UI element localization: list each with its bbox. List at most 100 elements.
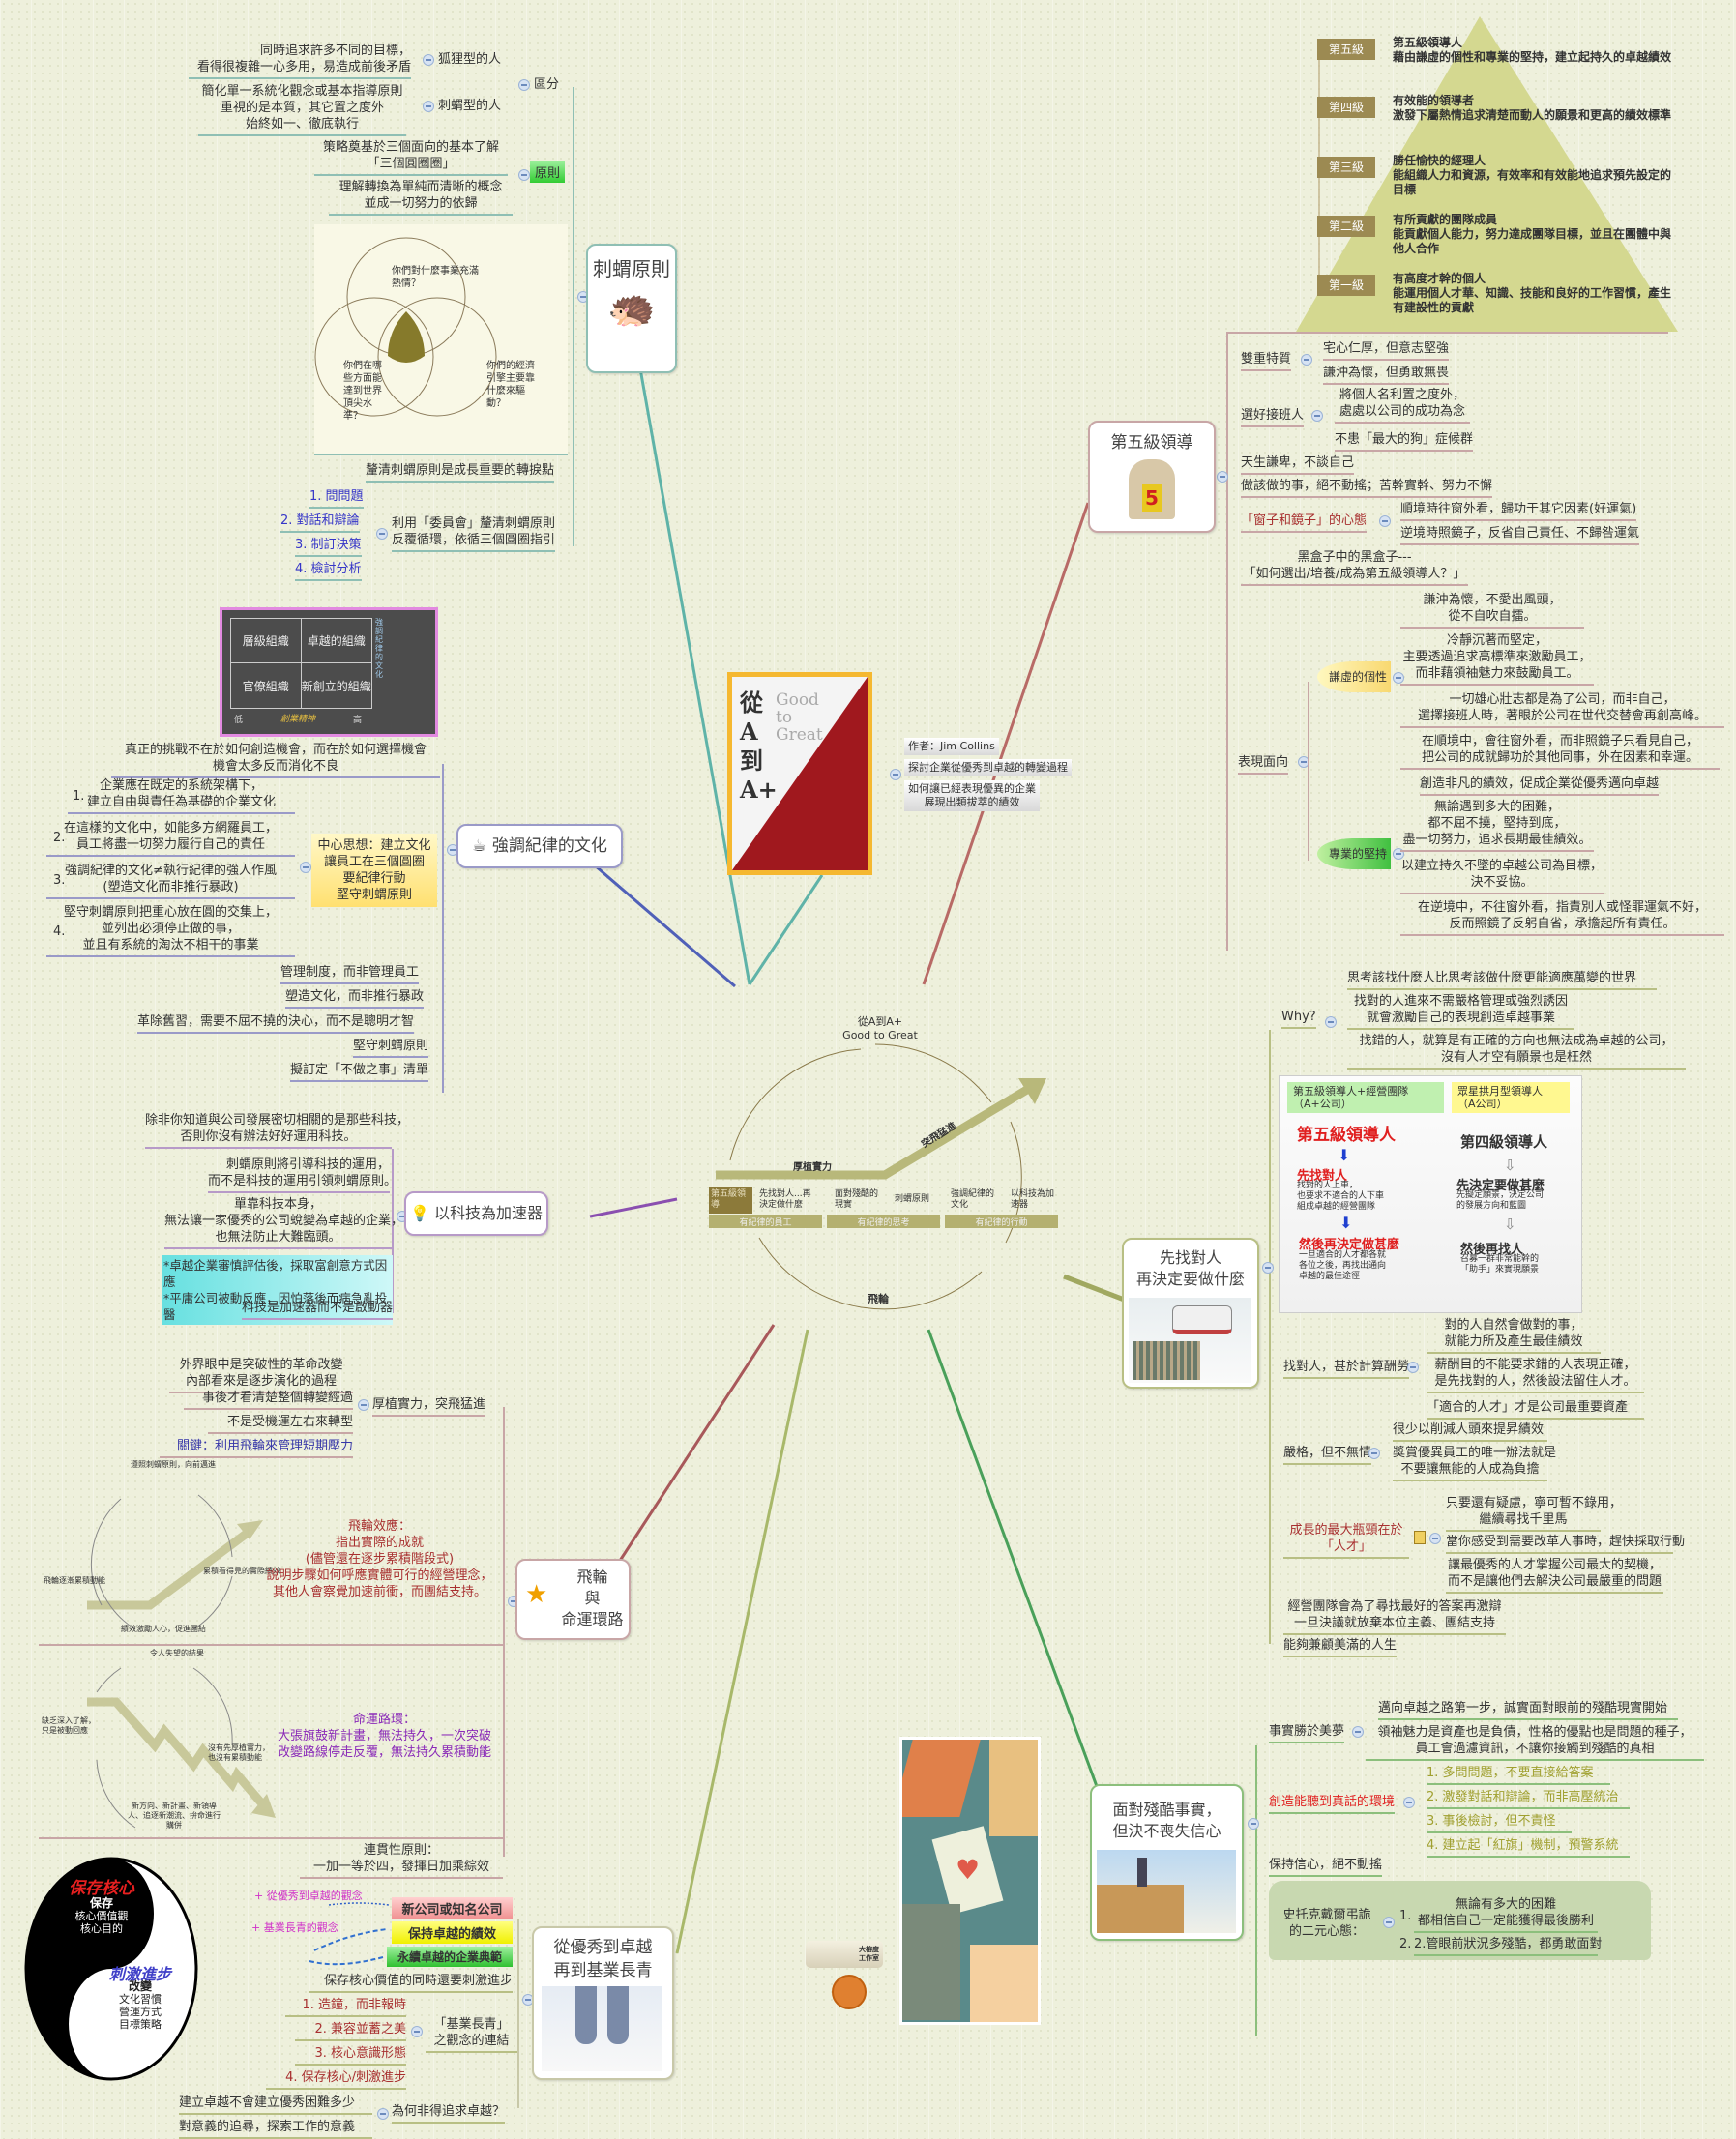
collapse-toggle[interactable] — [890, 769, 901, 780]
hedgehog-person-desc: 簡化單一系統化觀念或基本指導原則重視的是本質，其它置之度外始終如一、徹底執行 — [198, 83, 406, 136]
matrix-high: 高 — [353, 716, 363, 725]
humility-item: 冷靜沉著而堅定，主要透過追求高標準來激勵員工，而非藉領袖魅力來鼓勵員工。 — [1400, 632, 1594, 686]
why-label: Why? — [1281, 1009, 1316, 1029]
coffee-cup-icon: ☕ — [472, 836, 487, 856]
link-item: 2. 兼容並蓄之美 — [295, 2021, 406, 2041]
link-item: 4. 保存核心/刺激進步 — [266, 2069, 406, 2090]
why-item: 找錯的人，就算是有正確的方向也無法成為卓越的公司，沒有人才空有願景也是枉然 — [1347, 1033, 1686, 1070]
topic-flywheel-title: 飛輪與命運環路 — [561, 1568, 624, 1628]
studio-logo: 大榕度工作室 — [806, 1941, 883, 1968]
topic-flywheel[interactable]: ★ 飛輪與命運環路 — [515, 1559, 631, 1640]
collapse-toggle[interactable] — [411, 2026, 423, 2037]
pay-item: 「適合的人才」才是公司最重要資產 — [1427, 1399, 1644, 1420]
humility-item: 一切雄心壯志都是為了公司，而非自己，選擇接班人時，著眼於公司在世代交替會再創高峰… — [1400, 691, 1724, 728]
flywheel-effect-diagram: 遵照刺蝟原則，向前邁進 累積看得見的實際績效 績效激勵人心，促進團結 飛輪逐漸累… — [39, 1460, 503, 1646]
collapse-toggle[interactable] — [1383, 1917, 1395, 1928]
aspects-line — [1308, 682, 1309, 861]
buildup-label: 厚植實力，突飛猛進 — [372, 1396, 486, 1417]
topic-technology[interactable]: 💡 以科技為加速器 — [404, 1191, 548, 1236]
flow-end: 永續卓越的企業典範 — [387, 1947, 513, 1967]
matrix-cell: 卓越的組織 — [301, 619, 371, 663]
humble-item: 天生謙卑，不談自己 — [1241, 454, 1355, 475]
core-item-num: 2. — [53, 831, 66, 845]
group-label: 有紀律的員工 — [739, 1218, 792, 1228]
topic-hedgehog-title: 刺蝟原則 — [593, 257, 670, 280]
council-step-3: 3. 制訂決策 — [295, 537, 362, 557]
bottleneck-label: 成長的最大瓶頸在於「人才」 — [1283, 1522, 1409, 1559]
group-label: 有紀律的行動 — [975, 1218, 1028, 1228]
collapse-toggle[interactable] — [358, 1399, 369, 1411]
hedgehog-branch-line — [573, 87, 574, 546]
collapse-toggle[interactable] — [423, 101, 434, 112]
fox-label: 狐狸型的人 — [438, 52, 502, 67]
topic-brutal-facts-title: 面對殘酷事實，但決不喪失信心 — [1112, 1801, 1221, 1840]
collapse-toggle[interactable] — [377, 2108, 389, 2120]
heart-icon: ♥ — [956, 1854, 981, 1886]
stage-label: 先找對人...再決定做什麼 — [759, 1189, 811, 1210]
topic-first-who[interactable]: 先找對人再決定要做什麼 — [1122, 1238, 1259, 1389]
topic-level5[interactable]: 第五級領導 5 — [1088, 421, 1216, 533]
bus-icon — [1172, 1305, 1232, 1334]
pyramid-level-badge: 第四級 — [1317, 97, 1375, 118]
pyramid-level-badge: 第一級 — [1317, 275, 1375, 296]
tech-point-1: 除非你知道與公司發展密切相關的是那些科技，否則你沒有辦法好好運用科技。 — [145, 1112, 409, 1149]
collapse-toggle[interactable] — [1403, 1797, 1415, 1808]
truth-item: 1. 多問問題，不要直接給答案 — [1427, 1765, 1610, 1785]
topic-brutal-facts[interactable]: 面對殘酷事實，但決不喪失信心 — [1090, 1784, 1244, 1941]
three-circles-venn: 你們對什麼事業充滿熱情？ 你們在哪些方面能達到世界頂尖水準？ 你們的經濟引擎主要… — [314, 224, 568, 455]
buildup-item-3: 不是受機運左右來轉型 — [208, 1414, 353, 1434]
facts-item: 邁向卓越之路第一步，誠實面對眼前的殘酷現實開始 — [1378, 1700, 1678, 1720]
collapse-toggle[interactable] — [1352, 1726, 1364, 1738]
stage-label: 刺蝟原則 — [895, 1194, 930, 1204]
doom-step: 缺乏深入了解，只是被動回應 — [42, 1716, 96, 1735]
doom-step: 沒有先厚植實力，也沒有累積動能 — [208, 1743, 270, 1762]
book-cover-art: 從A到A+ Good to Great — [732, 677, 868, 870]
collapse-toggle[interactable] — [1325, 1016, 1337, 1028]
pyramid-level-desc: 有高度才幹的個人能運用個人才華、知識、技能和良好的工作習慣，產生有建設性的貢獻 — [1393, 272, 1672, 314]
collapse-toggle[interactable] — [1301, 354, 1312, 366]
will-item: 以建立持久不墜的卓越公司為目標，決不妥協。 — [1400, 858, 1604, 894]
doom-loop-text: 命運路環：大張旗鼓新計畫，無法持久，一次突破改變路線停走反覆，無法持久累積動能 — [277, 1713, 491, 1760]
book-cover: 從A到A+ Good to Great — [727, 672, 872, 875]
venn-economic-engine: 你們的經濟引擎主要靠什麼來驅動？ — [486, 361, 535, 409]
collapse-toggle[interactable] — [1407, 1362, 1419, 1373]
humility-label: 謙虛的個性 — [1317, 661, 1391, 692]
note-icon[interactable] — [1414, 1531, 1426, 1544]
topic-built-to-last[interactable]: 從優秀到卓越再到基業長青 — [532, 1926, 674, 2080]
core-item-2: 在這樣的文化中，如能多方網羅員工，員工將盡一切努力履行自己的責任 — [46, 820, 295, 857]
core-item-num: 1. — [73, 789, 85, 804]
level5-branch-line — [1226, 332, 1228, 951]
collapse-toggle[interactable] — [1262, 1262, 1274, 1274]
topic-culture[interactable]: ☕ 強調紀律的文化 — [456, 824, 623, 868]
collapse-toggle[interactable] — [1248, 1818, 1259, 1830]
collapse-toggle[interactable] — [376, 528, 388, 540]
collapse-toggle[interactable] — [1393, 672, 1404, 684]
collapse-toggle[interactable] — [1429, 1533, 1441, 1544]
doom-step: 令人失望的結果 — [150, 1649, 204, 1657]
turning-point: 釐清刺蝟原則是成長重要的轉捩點 — [366, 462, 555, 483]
flow-plus-1: + 從優秀到卓越的觀念 — [254, 1890, 363, 1902]
window-mirror-label: 「窗子和鏡子」的心態 — [1241, 513, 1368, 533]
topic-hedgehog[interactable]: 刺蝟原則 🦔 — [586, 244, 677, 373]
why-excellence-label: 為何非得追求卓越？ — [392, 2103, 506, 2124]
flywheel-label: 飛輪 — [868, 1293, 889, 1305]
book-cover-en: Good to Great — [776, 690, 823, 745]
collapse-toggle[interactable] — [518, 169, 530, 181]
collapse-toggle[interactable] — [1368, 1448, 1380, 1459]
collapse-toggle[interactable] — [300, 862, 311, 873]
star-icon: ★ — [525, 1580, 548, 1609]
collapse-toggle[interactable] — [518, 79, 530, 91]
hedgehog-person-label: 刺蝟型的人 — [438, 99, 502, 113]
flywheel-effect-text: 飛輪效應：指出實際的成就(儘管還在逐步累積階段式)說明步驟如何呼應實體可行的經營… — [266, 1519, 493, 1599]
humility-item: 謙沖為懷，不愛出風頭，從不自吹自擂。 — [1400, 592, 1584, 629]
collapse-toggle[interactable] — [1217, 471, 1228, 483]
pyramid-level-badge: 第三級 — [1317, 157, 1375, 178]
collapse-toggle[interactable] — [1379, 515, 1391, 527]
topic-first-who-title: 先找對人再決定要做什麼 — [1135, 1248, 1245, 1288]
fw-step: 績效激勵人心，促進團結 — [121, 1625, 206, 1633]
link-item: 3. 核心意識形態 — [295, 2045, 406, 2066]
collapse-toggle[interactable] — [1311, 410, 1323, 422]
tech-comparison-highlight: *卓越企業審慎評估後，採取富創意方式因應*平庸公司被動反應，因怕落後而病急亂投醫 — [162, 1255, 393, 1325]
collapse-toggle[interactable] — [423, 54, 434, 66]
consistency-principle: 連貫性原則：一加一等於四，發揮日加乘綜效 — [300, 1842, 503, 1879]
